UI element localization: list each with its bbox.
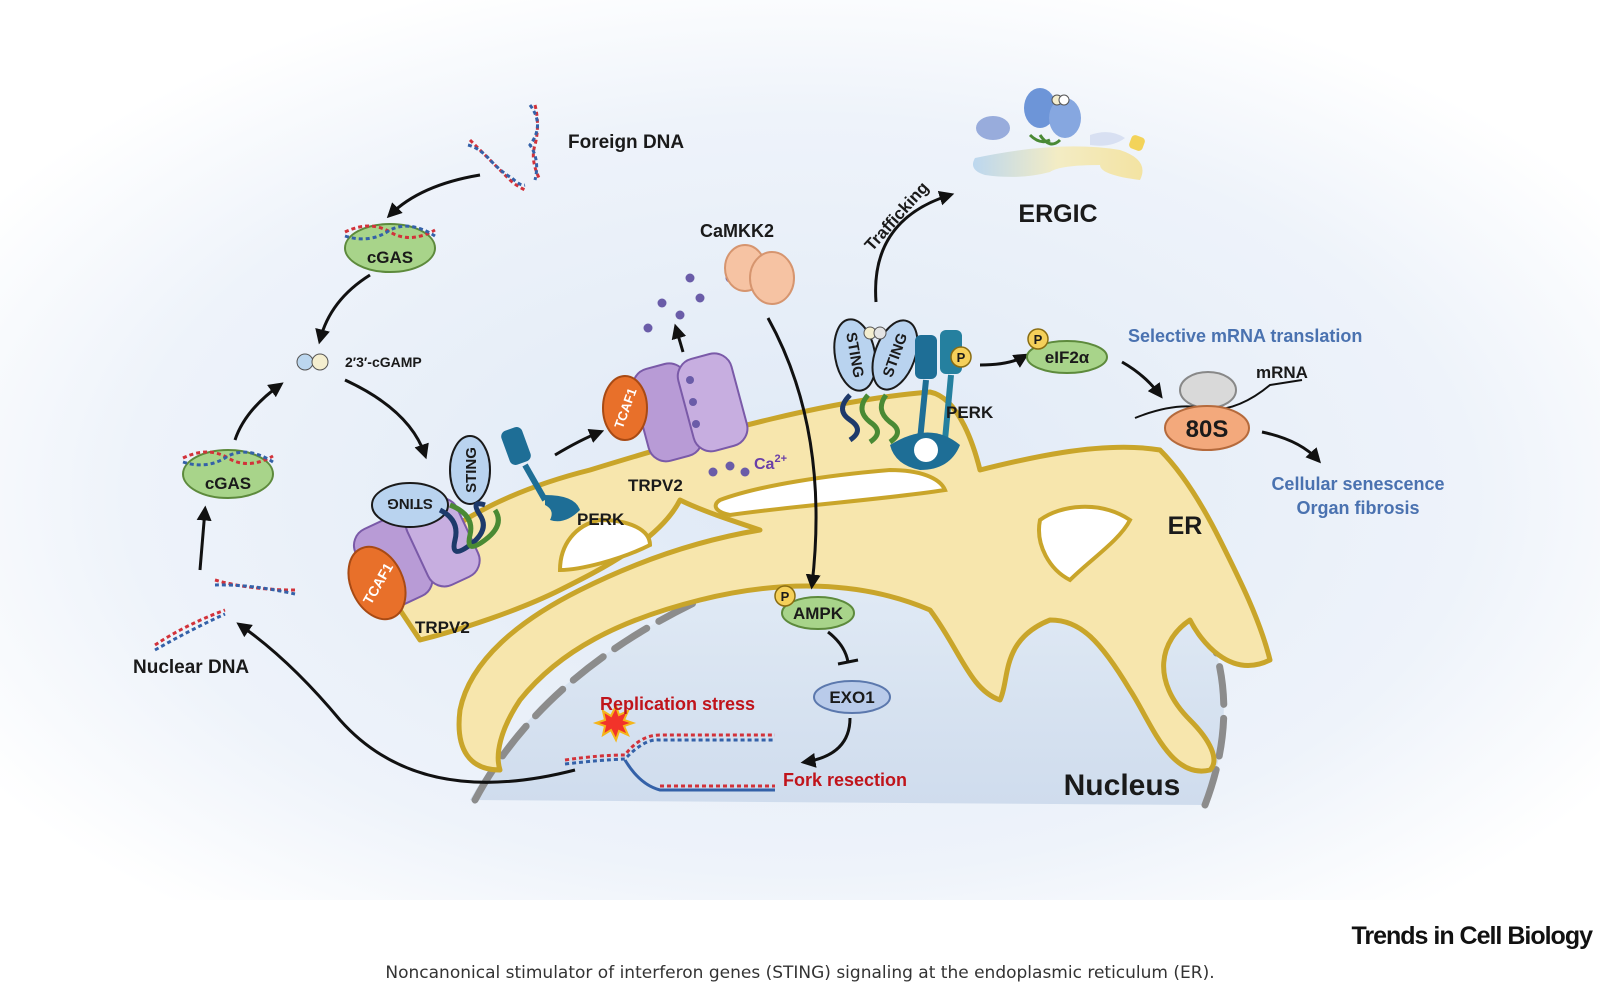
er-lumen-fold-3	[1037, 504, 1133, 583]
arrow-cgamp-to-sting	[344, 378, 429, 460]
middle-tcaf1	[602, 375, 648, 441]
perk-phospho	[950, 346, 972, 368]
figure-caption: Noncanonical stimulator of interferon ge…	[385, 963, 1215, 983]
inhibition-ampk-to-exo1	[827, 630, 850, 663]
ergic-label: ERGIC	[1018, 200, 1097, 228]
calcium-label: Ca2+	[754, 453, 787, 473]
er-lumen-fold-2	[713, 467, 948, 518]
mrna-label: mRNA	[1256, 363, 1308, 382]
cgamp-label: 2′3′-cGAMP	[345, 354, 422, 370]
senescence-label: Cellular senescence	[1271, 474, 1444, 494]
camkk2-label: CaMKK2	[700, 221, 774, 241]
arrow-to-trpv2	[554, 428, 605, 457]
eif2a	[1026, 340, 1108, 374]
ampk-phospho	[774, 585, 796, 607]
arrow-foreign-to-cgas	[386, 173, 481, 219]
cgamp-molecule	[296, 353, 329, 371]
arrow-ribosome-to-outcomes	[1261, 430, 1322, 464]
eif2a-phospho-label: P	[1034, 332, 1043, 347]
arrow-eif2a-to-ribosome	[1121, 360, 1163, 399]
ribosome-80s	[1134, 371, 1303, 451]
ergic-compartment	[972, 88, 1145, 180]
arrow-calcium-release	[671, 323, 687, 353]
ampk-label: AMPK	[793, 604, 844, 623]
left-tcaf1	[347, 545, 407, 621]
fibrosis-label: Organ fibrosis	[1296, 498, 1419, 518]
replication-stress-label: Replication stress	[600, 694, 755, 714]
ampk-phospho-label: P	[781, 589, 790, 604]
endoplasmic-reticulum	[396, 389, 1273, 774]
left-sting-b-label: STING	[463, 447, 480, 493]
perk-phospho-label: P	[957, 350, 966, 365]
exo1-label: EXO1	[829, 688, 874, 707]
replication-fork	[564, 703, 775, 792]
foreign-dna-label: Foreign DNA	[568, 132, 684, 153]
camkk2	[724, 244, 795, 305]
ampk	[781, 596, 855, 630]
inhibition-bar	[837, 658, 859, 666]
left-sting-dimer	[371, 435, 501, 554]
arrow-exo1-to-fork	[800, 717, 852, 768]
eif2a-phospho	[1027, 328, 1049, 350]
nuclear-dna	[154, 578, 296, 652]
arrow-nuclear-to-cgas	[196, 505, 212, 571]
cgas-top-label: cGAS	[367, 248, 413, 267]
fork-resection-label: Fork resection	[783, 770, 907, 790]
eif2a-label: eIF2α	[1045, 348, 1090, 367]
arrow-camkk2-to-ampk	[766, 317, 821, 590]
er-label: ER	[1168, 512, 1203, 540]
arrow-trafficking	[874, 190, 955, 303]
arrow-cgas-to-cgamp	[315, 273, 371, 345]
right-sting-dimer	[833, 318, 919, 445]
replication-stress-burst	[592, 703, 637, 743]
er-membrane	[396, 389, 1273, 774]
nucleus-label: Nucleus	[1064, 769, 1181, 802]
exo1	[813, 680, 891, 714]
journal-brand: Trends in Cell Biology	[1351, 922, 1593, 950]
cgas-left-label: cGAS	[205, 474, 251, 493]
arrow-replication-to-nuclear	[236, 622, 576, 784]
cgas-top	[344, 223, 436, 273]
right-perk-label: PERK	[946, 403, 994, 422]
foreign-dna	[467, 104, 542, 192]
left-sting-a-label: STING	[387, 495, 433, 512]
nuclear-dna-label: Nuclear DNA	[133, 657, 249, 678]
arrow-perk-to-eif2a	[979, 353, 1029, 368]
ribosome-label: 80S	[1186, 416, 1229, 443]
middle-trpv2-channel	[631, 352, 749, 463]
arrow-cgas-left-to-cgamp	[233, 382, 284, 441]
middle-trpv2-label: TRPV2	[628, 476, 683, 495]
left-perk	[501, 427, 580, 522]
cgas-left	[182, 449, 274, 499]
left-trpv2-label: TRPV2	[415, 618, 470, 637]
selective-translation-label: Selective mRNA translation	[1128, 326, 1362, 346]
er-lumen-fold	[557, 517, 653, 573]
left-perk-label: PERK	[577, 510, 625, 529]
